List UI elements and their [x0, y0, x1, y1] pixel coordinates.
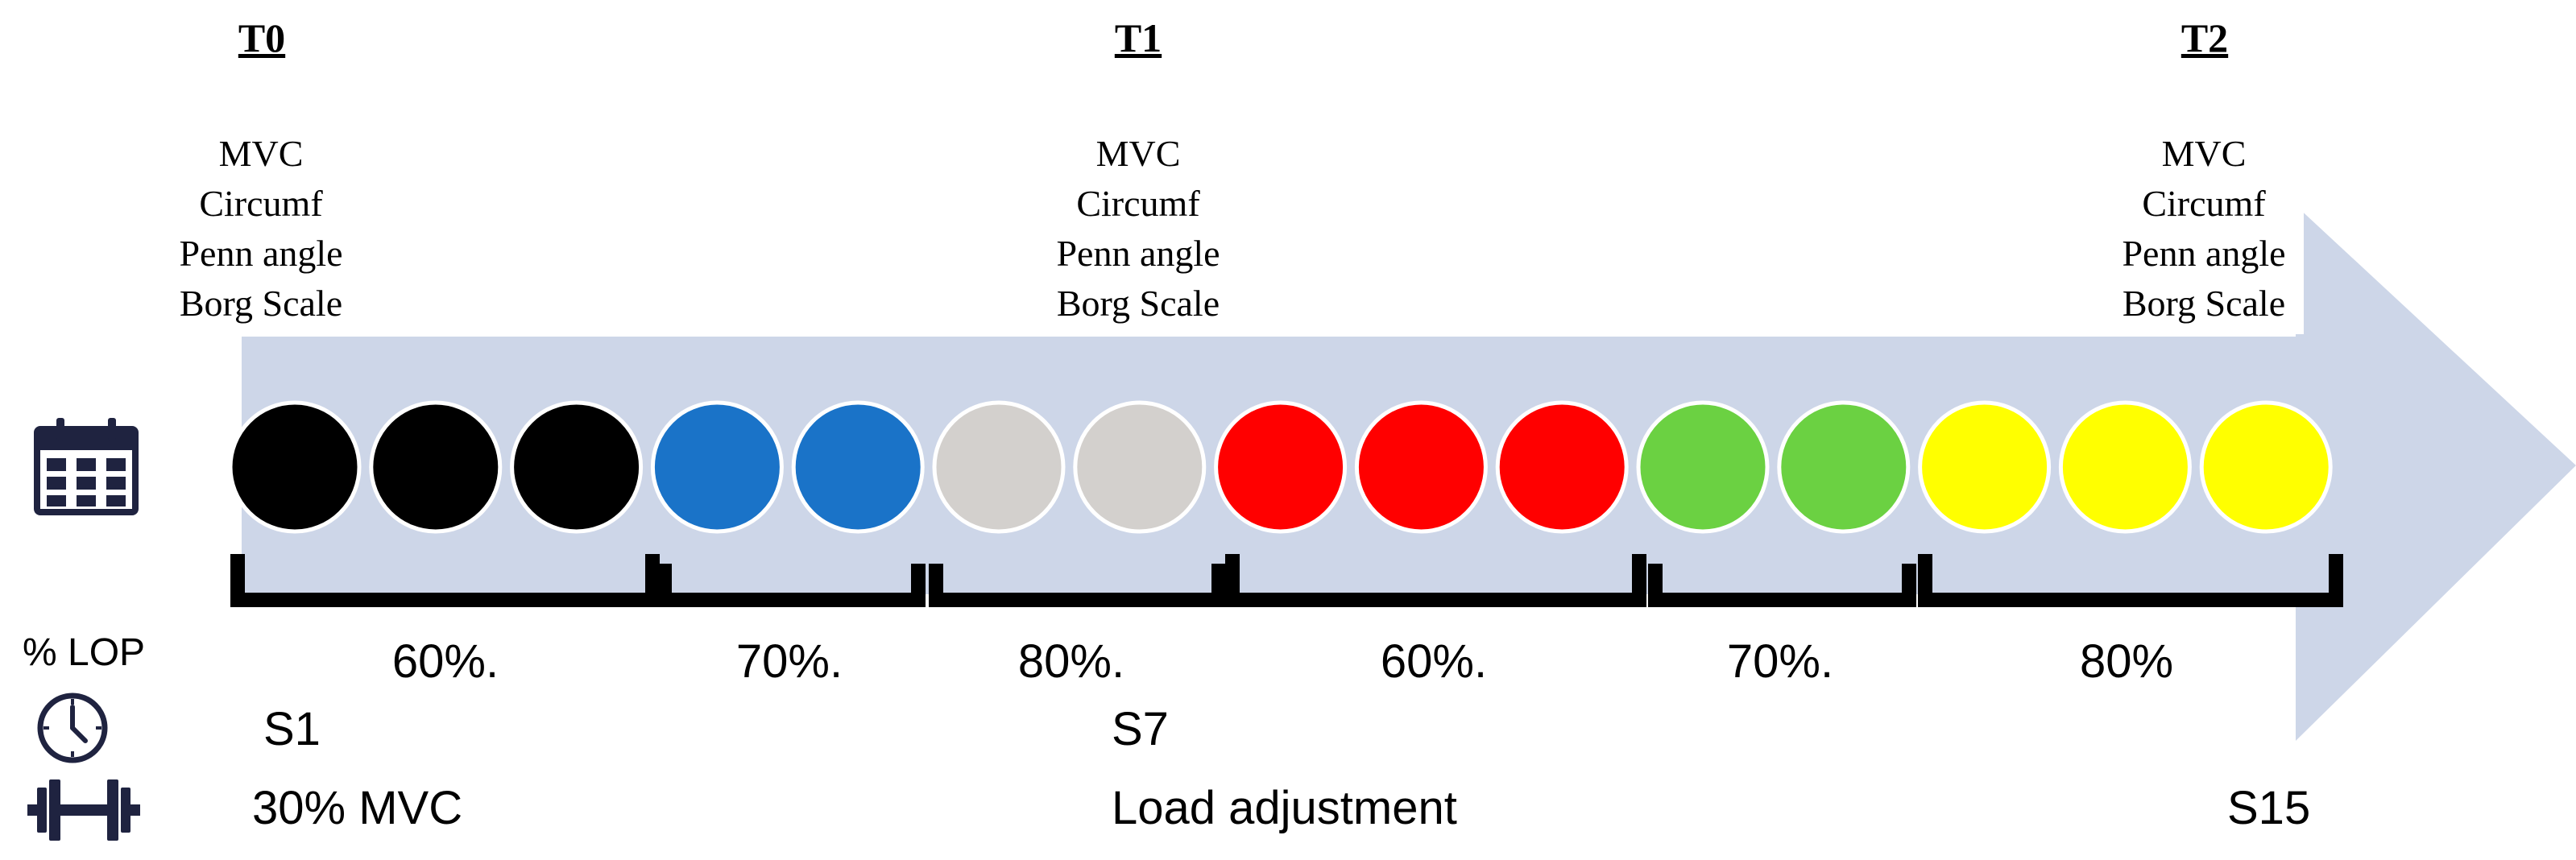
session-circle: [369, 400, 503, 534]
session-circle: [1918, 400, 2052, 534]
session-circle: [1636, 400, 1770, 534]
bracket: [230, 554, 660, 607]
session-circle: [791, 400, 925, 534]
load-label-adjustment: Load adjustment: [1112, 782, 1457, 834]
t2-label-backing: [2086, 121, 2304, 334]
measure-item: MVC: [1095, 133, 1181, 174]
timepoint-title-t1: T1: [1114, 15, 1162, 60]
session-label-s1: S1: [263, 703, 321, 755]
measure-item: MVC: [218, 133, 304, 174]
bracket: [929, 564, 1226, 607]
session-circle: [2058, 400, 2192, 534]
measure-item: Borg Scale: [2122, 283, 2286, 324]
measure-item: Circumf: [199, 183, 323, 224]
session-circle: [1214, 400, 1348, 534]
timepoint-title-t0: T0: [238, 15, 286, 60]
measure-item: Penn angle: [179, 233, 343, 274]
measure-item: Circumf: [2142, 183, 2266, 224]
intensity-label: 60%.: [391, 635, 499, 688]
session-circle: [510, 400, 644, 534]
row-label-lop: % LOP: [23, 631, 146, 674]
intensity-label: 70%.: [1726, 635, 1834, 688]
bracket: [657, 564, 926, 607]
session-circle: [650, 400, 784, 534]
bracket: [1918, 554, 2343, 607]
clock-icon: [37, 693, 108, 763]
session-label-s15: S15: [2227, 782, 2311, 834]
session-circle: [2199, 400, 2333, 534]
t1-label-backing: [1019, 121, 1245, 334]
timepoint-title-t2: T2: [2180, 15, 2229, 60]
t0-label-backing: [161, 121, 379, 334]
session-circle: [228, 400, 362, 534]
intensity-label: 80%: [2079, 635, 2174, 688]
session-circle: [1777, 400, 1911, 534]
intensity-label: 60%.: [1380, 635, 1488, 688]
measure-item: MVC: [2161, 133, 2247, 174]
session-circle: [932, 400, 1066, 534]
intensity-label: 70%.: [735, 635, 843, 688]
measure-item: Penn angle: [1056, 233, 1220, 274]
session-label-s7: S7: [1112, 703, 1169, 755]
dumbbell-icon: [27, 779, 140, 841]
timepoint-measures-t2: MVC Circumf Penn angle Borg Scale: [2075, 129, 2333, 329]
bracket: [1648, 564, 1916, 607]
measure-item: Borg Scale: [1056, 283, 1220, 324]
load-label-start: 30% MVC: [252, 782, 463, 834]
session-circle: [1495, 400, 1629, 534]
timepoint-measures-t0: MVC Circumf Penn angle Borg Scale: [132, 129, 390, 329]
measure-item: Penn angle: [2122, 233, 2286, 274]
bracket: [1225, 554, 1646, 607]
session-circle: [1073, 400, 1207, 534]
measure-item: Borg Scale: [179, 283, 343, 324]
calendar-icon: [34, 418, 139, 515]
intensity-label: 80%.: [1017, 635, 1125, 688]
measure-item: Circumf: [1076, 183, 1200, 224]
session-circle: [1354, 400, 1488, 534]
timepoint-measures-t1: MVC Circumf Penn angle Borg Scale: [1009, 129, 1267, 329]
